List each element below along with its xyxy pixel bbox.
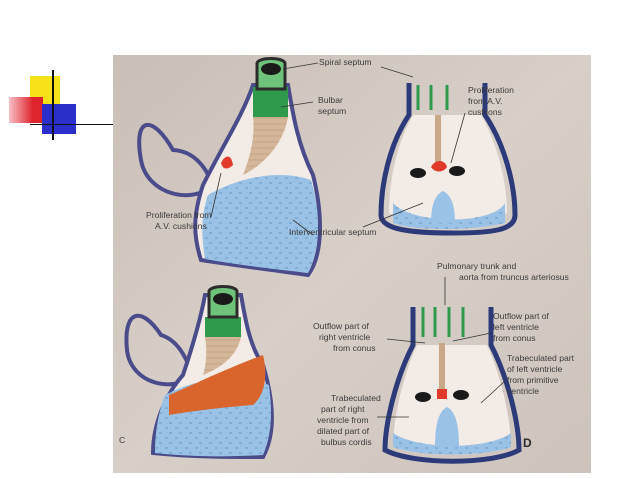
label-prolif-av-top-3: cushions: [468, 107, 502, 117]
label-bulbar-septum-1: Bulbar: [318, 95, 343, 105]
label-panel-c: C: [119, 435, 125, 445]
panel-b-labels: Proliferation from A.V. cushions: [362, 66, 514, 228]
panel-d-heart: D: [382, 307, 532, 464]
label-bulbar-septum-2: septum: [318, 106, 346, 116]
label-trab-left-1: Trabeculated part: [507, 353, 575, 363]
label-interventricular-septum: Interventricular septum: [289, 227, 376, 237]
deco-red-square: [9, 97, 43, 123]
panel-c-heart: C: [119, 285, 274, 460]
label-prolif-av-left-1: Proliferation from: [146, 210, 211, 220]
label-trab-left-4: ventricle: [507, 386, 539, 396]
label-trab-left-2: of left ventricle: [507, 364, 563, 374]
label-trab-right-1: Trabeculated: [331, 393, 381, 403]
label-trab-left-3: from primitive: [507, 375, 559, 385]
label-outflow-left-1: Outflow part of: [493, 311, 549, 321]
label-pulm-trunk-2: aorta from truncus arteriosus: [459, 272, 569, 282]
embryology-figure: Spiral septum Bulbar septum Proliferatio…: [113, 55, 591, 473]
label-trab-right-4: dilated part of: [317, 426, 370, 436]
deco-vertical-line: [52, 70, 54, 140]
panel-a-heart: [137, 57, 322, 278]
label-outflow-right-1: Outflow part of: [313, 321, 369, 331]
label-trab-right-2: part of right: [321, 404, 365, 414]
label-prolif-av-top-1: Proliferation: [468, 85, 514, 95]
label-panel-d: D: [523, 436, 532, 450]
label-trab-right-3: ventricle from: [317, 415, 369, 425]
label-outflow-right-2: right ventricle: [319, 332, 370, 342]
label-prolif-av-top-2: from A.V.: [468, 96, 503, 106]
label-trab-right-5: bulbus cordis: [321, 437, 372, 447]
label-outflow-right-3: from conus: [333, 343, 376, 353]
panel-b-heart: [378, 83, 518, 236]
label-prolif-av-left-2: A.V. cushions: [155, 221, 207, 231]
label-outflow-left-2: left ventricle: [493, 322, 539, 332]
deco-blue-square: [42, 104, 76, 134]
label-spiral-septum: Spiral septum: [319, 57, 372, 67]
label-pulm-trunk-1: Pulmonary trunk and: [437, 261, 517, 271]
panel-d-labels: Pulmonary trunk and aorta from truncus a…: [313, 261, 575, 447]
panel-a-labels: Spiral septum Bulbar septum Proliferatio…: [146, 57, 376, 237]
label-outflow-left-3: from conus: [493, 333, 536, 343]
